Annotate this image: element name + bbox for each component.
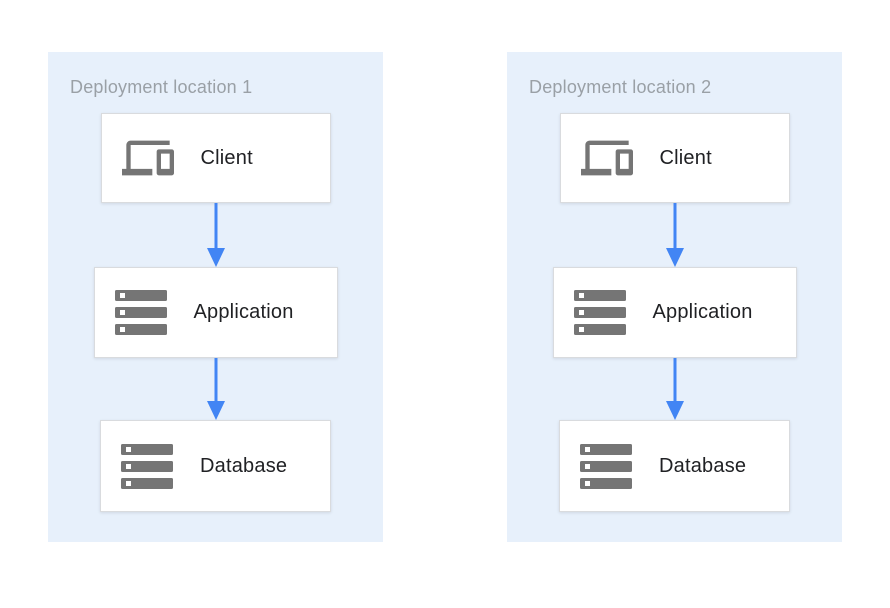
node-label: Client [659,146,712,169]
devices-icon [121,132,174,184]
arrow-down-icon [206,358,225,420]
arrow-down-icon [665,358,684,420]
panel-title: Deployment location 1 [70,77,253,97]
node-application: Application [93,267,338,358]
node-label: Client [200,146,253,169]
server-stack-icon [573,290,626,335]
server-stack-icon [580,443,632,489]
node-client: Client [100,113,331,203]
node-label: Database [200,454,288,477]
arrow-down-icon [206,203,225,267]
server-stack-icon [121,443,173,489]
node-stack: Client Application [507,113,842,512]
node-stack: Client Application [48,113,383,512]
node-label: Application [652,301,753,323]
server-stack-icon [114,290,167,335]
node-client: Client [559,113,790,203]
node-database: Database [559,420,790,512]
deployment-panel-1: Deployment location 1 Client [48,52,383,542]
node-application: Application [552,267,797,358]
node-database: Database [100,420,331,512]
deployment-panel-2: Deployment location 2 Client [507,52,842,542]
panel-title: Deployment location 2 [529,77,712,97]
node-label: Application [193,301,294,323]
node-label: Database [659,454,747,477]
devices-icon [580,132,633,184]
arrow-down-icon [665,203,684,267]
